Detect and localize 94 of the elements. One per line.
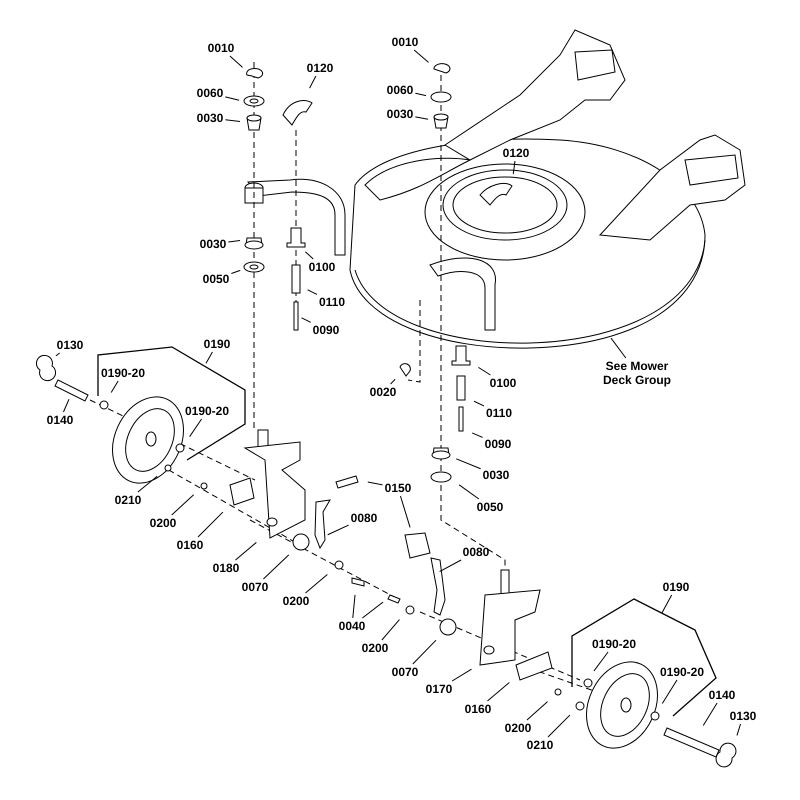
leader-line <box>548 714 570 738</box>
callout-number: 0190-20 <box>590 637 638 651</box>
leader-line <box>486 682 510 702</box>
leader-line <box>736 724 742 736</box>
callout-number: 0030 <box>482 468 510 482</box>
callout-number: 0190 <box>662 580 690 594</box>
callout-number: 0050 <box>476 500 504 514</box>
callout-number: 0180 <box>212 561 240 575</box>
callout-number: 0090 <box>312 323 340 337</box>
callout-number: 0080 <box>462 545 490 559</box>
leader-line <box>224 96 240 101</box>
leader-line <box>456 458 482 470</box>
leader-line <box>137 476 158 492</box>
leader-line <box>224 119 241 122</box>
callout-number: 0070 <box>240 580 270 594</box>
leader-line <box>262 554 290 580</box>
leader-line <box>352 594 356 618</box>
leader-line <box>512 160 516 175</box>
leader-line <box>230 270 241 274</box>
callout-number: 0030 <box>386 107 414 121</box>
callout-number: 0170 <box>424 682 454 696</box>
callout-number: 0120 <box>306 61 334 75</box>
callout-number: 0060 <box>386 83 414 97</box>
callout-number: 0040 <box>338 619 366 633</box>
leader-line <box>55 352 60 356</box>
leader-line <box>452 668 472 682</box>
callout-number: 0210 <box>526 738 554 752</box>
leader-line <box>171 494 194 516</box>
leader-line <box>474 400 484 406</box>
leader-line <box>327 524 350 536</box>
callout-number: 0090 <box>484 437 512 451</box>
leader-line <box>662 680 678 704</box>
leader-line <box>304 574 328 594</box>
callout-number: 0070 <box>390 665 420 679</box>
callout-number: 0110 <box>318 295 346 309</box>
leader-line <box>381 619 400 640</box>
callout-number: 0190-20 <box>658 665 706 679</box>
leader-line <box>610 338 626 358</box>
leader-line <box>390 378 396 384</box>
leader-line <box>702 702 718 726</box>
leader-line <box>412 640 437 664</box>
leader-line <box>439 560 462 572</box>
callout-number: 0130 <box>56 338 84 352</box>
leader-line <box>228 240 241 243</box>
leader-line <box>62 398 70 412</box>
callout-number: See Mower Deck Group <box>593 359 681 387</box>
callout-number: 0120 <box>502 146 530 160</box>
callout-number: 0160 <box>464 702 492 716</box>
leader-line <box>304 251 314 260</box>
callout-number: 0050 <box>202 272 230 286</box>
leader-line <box>478 366 491 376</box>
leader-line <box>414 92 427 96</box>
callout-number: 0140 <box>708 688 736 702</box>
leader-line <box>472 432 484 438</box>
callout-number: 0200 <box>504 721 532 735</box>
callout-number: 0100 <box>488 376 518 390</box>
callout-number: 0150 <box>384 481 412 495</box>
leader-line <box>198 512 224 538</box>
callout-number: 0200 <box>148 516 178 530</box>
callout-number: 0210 <box>114 493 142 507</box>
leader-line <box>593 652 609 672</box>
leader-line <box>362 602 384 618</box>
callout-number: 0100 <box>308 260 336 274</box>
leader-line <box>307 289 318 295</box>
leader-line <box>367 481 384 486</box>
callout-number: 0200 <box>282 594 310 608</box>
leader-line <box>235 542 257 560</box>
callout-number: 0020 <box>368 385 398 399</box>
leader-line <box>205 352 213 364</box>
leader-line <box>309 76 316 89</box>
leader-line <box>189 418 202 438</box>
callout-number: 0010 <box>206 41 236 55</box>
callout-number: 0060 <box>196 86 224 100</box>
leader-line <box>414 116 429 120</box>
callout-number: 0140 <box>46 413 74 427</box>
callout-number: 0190-20 <box>184 404 230 418</box>
leader-line <box>301 317 312 323</box>
leader-line <box>526 701 548 720</box>
callout-number: 0110 <box>484 406 514 420</box>
leader-line <box>414 50 429 63</box>
leader-line <box>229 56 244 68</box>
callout-number: 0130 <box>728 709 758 723</box>
leader-line <box>400 496 411 528</box>
callout-number: 0030 <box>198 237 228 251</box>
leader-line <box>110 380 119 393</box>
leader-line <box>661 594 672 614</box>
leader-line <box>458 484 480 500</box>
callout-number: 0160 <box>176 538 204 552</box>
callout-number: 0010 <box>390 35 420 49</box>
callout-number: 0080 <box>350 511 378 525</box>
callout-number: 0190-20 <box>100 366 146 380</box>
callout-number: 0200 <box>360 641 390 655</box>
callout-number: 0190 <box>202 337 232 351</box>
callout-number: 0030 <box>196 111 224 125</box>
